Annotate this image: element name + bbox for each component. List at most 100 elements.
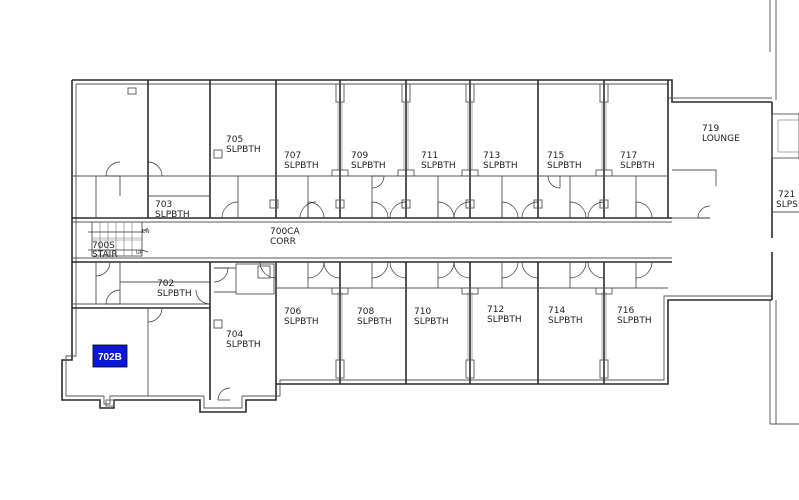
room-type-721: SLPS bbox=[776, 200, 798, 210]
door-swing bbox=[521, 261, 539, 279]
vanity bbox=[331, 287, 349, 295]
door-swing bbox=[501, 201, 519, 219]
room-labels: 705 SLPBTH 707 SLPBTH 709 SLPBTH 711 SLP… bbox=[92, 124, 798, 350]
door-swing bbox=[323, 261, 341, 279]
stair-down-label: DN bbox=[142, 229, 150, 235]
vanity bbox=[331, 169, 349, 177]
door-swing bbox=[307, 201, 325, 219]
room-702b-highlight[interactable] bbox=[92, 344, 128, 368]
door-swing bbox=[213, 267, 229, 283]
room-number-706: 706 bbox=[284, 307, 301, 317]
door-swings bbox=[95, 161, 711, 401]
room-number-708: 708 bbox=[357, 307, 374, 317]
room-number-719: 719 bbox=[702, 124, 719, 134]
door-swing bbox=[371, 175, 385, 189]
door-swing bbox=[259, 261, 277, 279]
door-swing bbox=[389, 201, 407, 219]
fixture-box bbox=[465, 199, 475, 209]
room-number-709: 709 bbox=[351, 151, 368, 161]
stair-up-label: UP bbox=[136, 250, 143, 256]
door-swing bbox=[587, 261, 605, 279]
room-type-706: SLPBTH bbox=[284, 317, 319, 327]
door-swing bbox=[437, 201, 455, 219]
fixture-box bbox=[127, 87, 137, 95]
room-type-702: SLPBTH bbox=[157, 289, 192, 299]
vanity bbox=[595, 169, 613, 177]
room-type-709: SLPBTH bbox=[351, 161, 386, 171]
bathroom-fixtures bbox=[105, 83, 613, 407]
vanity bbox=[461, 287, 479, 295]
room-type-704: SLPBTH bbox=[226, 340, 261, 350]
room-type-710: SLPBTH bbox=[414, 317, 449, 327]
door-swing bbox=[147, 307, 163, 323]
door-swing bbox=[95, 261, 111, 277]
plumbing-shaft bbox=[465, 83, 475, 103]
fixture-box bbox=[213, 319, 223, 329]
door-swing bbox=[217, 387, 231, 401]
room-number-700s: 700S bbox=[92, 241, 115, 251]
door-swing bbox=[147, 161, 163, 177]
room-number-716: 716 bbox=[617, 306, 634, 316]
room-type-713: SLPBTH bbox=[483, 161, 518, 171]
door-swing bbox=[371, 261, 389, 279]
room-type-708: SLPBTH bbox=[357, 317, 392, 327]
room-type-705: SLPBTH bbox=[226, 145, 261, 155]
north-partitions bbox=[72, 80, 669, 218]
door-swing bbox=[299, 201, 317, 219]
plumbing-shaft bbox=[465, 359, 475, 379]
room-number-714: 714 bbox=[548, 306, 565, 316]
room-type-700ca: CORR bbox=[270, 237, 296, 247]
room-number-705: 705 bbox=[226, 135, 243, 145]
room-number-710: 710 bbox=[414, 307, 431, 317]
room-type-703: SLPBTH bbox=[155, 210, 190, 220]
door-swing bbox=[371, 201, 389, 219]
room-type-714: SLPBTH bbox=[548, 316, 583, 326]
door-swing bbox=[635, 201, 653, 219]
fixture-box bbox=[213, 149, 223, 159]
door-swing bbox=[105, 161, 121, 177]
room-702b-label[interactable]: 702B bbox=[98, 352, 122, 363]
vanity bbox=[595, 287, 613, 295]
room-number-712: 712 bbox=[487, 305, 504, 315]
door-swing bbox=[635, 261, 653, 279]
door-swing bbox=[453, 261, 471, 279]
room-number-707: 707 bbox=[284, 151, 301, 161]
door-swing bbox=[501, 261, 519, 279]
door-swing bbox=[547, 175, 561, 189]
room-type-719: LOUNGE bbox=[702, 134, 740, 144]
room-number-700ca: 700CA bbox=[270, 227, 300, 237]
room-number-715: 715 bbox=[547, 151, 564, 161]
room-number-711: 711 bbox=[421, 151, 438, 161]
door-swing bbox=[437, 261, 455, 279]
fixture-box bbox=[599, 199, 609, 209]
room-702b-tag[interactable]: 702B bbox=[92, 344, 128, 368]
room-number-717: 717 bbox=[620, 151, 637, 161]
door-swing bbox=[569, 261, 587, 279]
fixture-box bbox=[401, 199, 411, 209]
fixture-box bbox=[105, 399, 115, 407]
door-swing bbox=[569, 201, 587, 219]
plumbing-shaft bbox=[401, 83, 411, 103]
room-type-712: SLPBTH bbox=[487, 315, 522, 325]
room-number-721: 721 bbox=[778, 190, 795, 200]
fixture-box bbox=[269, 199, 279, 209]
vanity bbox=[461, 169, 479, 177]
door-swing bbox=[307, 261, 325, 279]
room-number-704: 704 bbox=[226, 330, 243, 340]
room-number-703: 703 bbox=[155, 200, 172, 210]
corridor-walls bbox=[72, 217, 672, 263]
room-type-715: SLPBTH bbox=[547, 161, 582, 171]
fixture-box bbox=[335, 199, 345, 209]
plumbing-shaft bbox=[599, 83, 609, 103]
room-type-717: SLPBTH bbox=[620, 161, 655, 171]
door-swing bbox=[195, 289, 211, 305]
door-swing bbox=[697, 205, 711, 219]
room-type-700s: STAIR bbox=[92, 250, 118, 260]
door-swing bbox=[389, 261, 407, 279]
door-swing bbox=[521, 201, 539, 219]
plumbing-shaft bbox=[335, 83, 345, 103]
vanity bbox=[397, 169, 415, 177]
stair bbox=[88, 221, 149, 257]
